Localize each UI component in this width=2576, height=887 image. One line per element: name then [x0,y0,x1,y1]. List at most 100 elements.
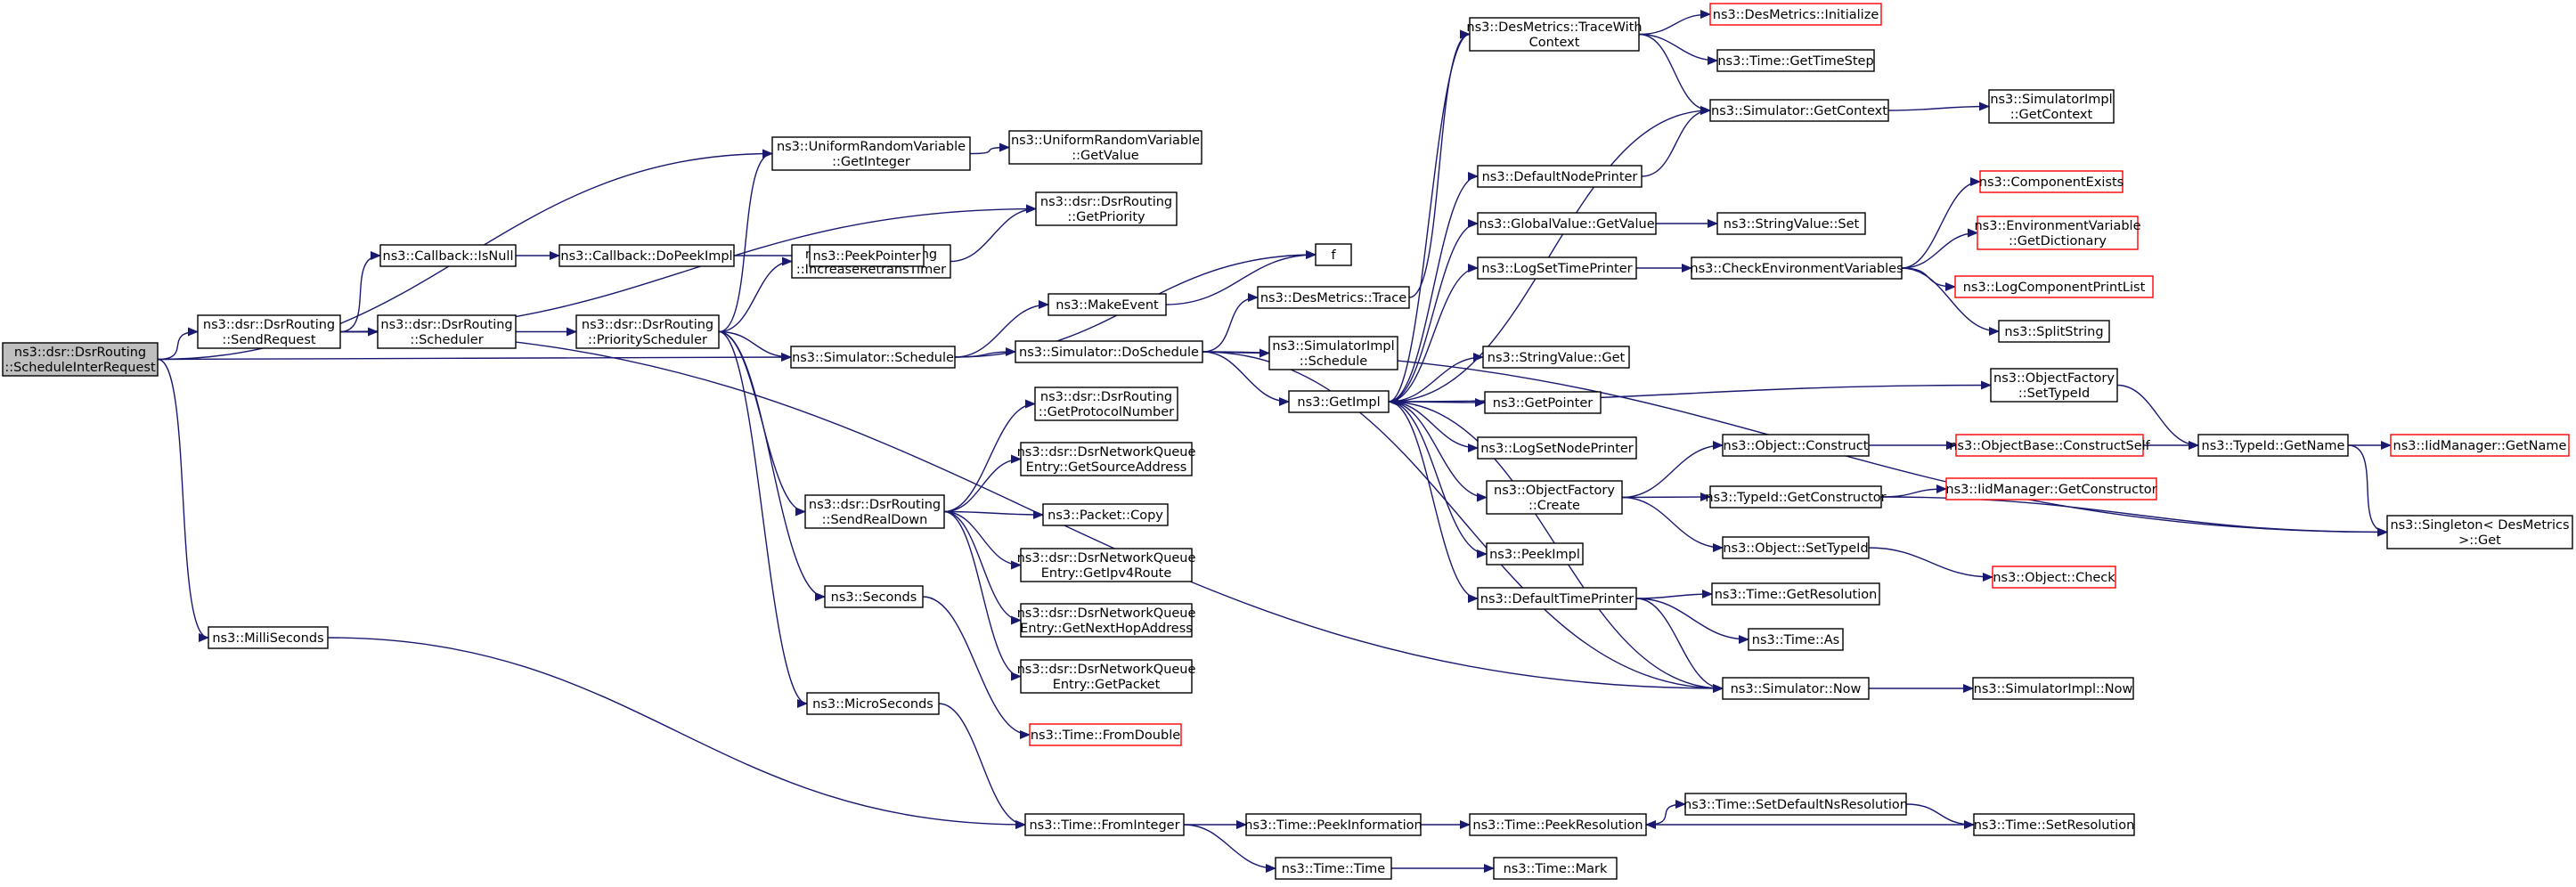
edge-line [718,256,793,333]
edge-line [943,510,1022,570]
graph-node-ns3-callback-isnull[interactable]: ns3::Callback::IsNull [379,244,517,267]
node-label: ns3::SimulatorImpl [1990,93,2112,107]
graph-node-ns3-stringvalue-get[interactable]: ns3::StringValue::Get [1482,346,1630,369]
graph-node-f[interactable]: f [1315,243,1352,266]
graph-node-ns3-objectfactory-settypeid[interactable]: ns3::ObjectFactory::SetTypeId [1990,368,2118,403]
graph-node-ns3-milliseconds[interactable]: ns3::MilliSeconds [208,626,329,649]
graph-node-ns3-packet-copy[interactable]: ns3::Packet::Copy [1042,503,1169,526]
edge-n6-to-n11 [718,330,826,601]
graph-node-ns3-object-settypeid[interactable]: ns3::Object::SetTypeId [1722,536,1870,559]
graph-node-ns3-time-fromdouble[interactable]: ns3::Time::FromDouble [1029,723,1182,746]
graph-node-ns3-time-as[interactable]: ns3::Time::As [1748,628,1844,651]
graph-node-ns3-simulator-getcontext[interactable]: ns3::Simulator::GetContext [1709,99,1889,122]
graph-node-ns3-stringvalue-set[interactable]: ns3::StringValue::Set [1716,212,1866,235]
node-label: ns3::DesMetrics::Trace [1260,291,1406,305]
graph-node-ns3-environmentvariable-getdictionary[interactable]: ns3::EnvironmentVariable::GetDictionary [1974,216,2141,250]
graph-node-ns3-dsr-dsrrouting-getprotocolnumber[interactable]: ns3::dsr::DsrRouting::GetProtocolNumber [1034,387,1178,421]
graph-node-ns3-desmetrics-initialize[interactable]: ns3::DesMetrics::Initialize [1709,3,1882,26]
graph-node-ns3-time-time[interactable]: ns3::Time::Time [1275,857,1392,880]
node-box [1748,628,1844,651]
node-box [197,314,341,349]
graph-node-ns3-peekimpl[interactable]: ns3::PeekImpl [1486,542,1584,566]
node-label: ns3::LogComponentPrintList [1963,281,2146,295]
graph-node-ns3-simulator-now[interactable]: ns3::Simulator::Now [1722,677,1870,700]
graph-node-ns3-uniformrandomvariable-getvalue[interactable]: ns3::UniformRandomVariable::GetValue [1008,130,1202,165]
graph-node-ns3-time-peekinformation[interactable]: ns3::Time::PeekInformation [1244,813,1423,836]
graph-node-ns3-dsr-dsrnetworkqueueentry-getsourceaddress[interactable]: ns3::dsr::DsrNetworkQueueEntry::GetSourc… [1017,442,1196,476]
edge-n42-to-n55 [1645,800,1686,826]
graph-node-ns3-logsetnodeprinter[interactable]: ns3::LogSetNodePrinter [1477,436,1637,460]
graph-node-ns3-simulatorimpl-getcontext[interactable]: ns3::SimulatorImpl::GetContext [1988,89,2115,124]
graph-node-ns3-defaulttimeprinter[interactable]: ns3::DefaultTimePrinter [1477,587,1637,610]
node-box [1955,434,2144,457]
graph-node-ns3-logsettimeprinter[interactable]: ns3::LogSetTimePrinter [1477,256,1637,280]
graph-node-ns3-dsr-dsrrouting-sendrealdown[interactable]: ns3::dsr::DsrRouting::SendRealDown [804,494,945,529]
graph-node-ns3-dsr-dsrnetworkqueueentry-getipv4route[interactable]: ns3::dsr::DsrNetworkQueueEntry::GetIpv4R… [1017,548,1196,582]
edge-n10-to-n20 [943,454,1022,513]
node-box [1020,548,1193,582]
graph-node-ns3-dsr-dsrnetworkqueueentry-getpacket[interactable]: ns3::dsr::DsrNetworkQueueEntry::GetPacke… [1017,659,1196,694]
node-label: ns3::dsr::DsrRouting [582,318,713,332]
node-box [1315,243,1352,266]
node-box [1722,536,1870,559]
edge-line [1905,803,1975,829]
edge-line [1901,177,1981,269]
graph-node-ns3-object-check[interactable]: ns3::Object::Check [1992,566,2116,589]
graph-node-ns3-getpointer[interactable]: ns3::GetPointer [1484,391,1602,414]
graph-node-ns3-time-setresolution[interactable]: ns3::Time::SetResolution [1973,813,2135,836]
graph-node-ns3-dsr-dsrrouting-scheduler[interactable]: ns3::dsr::DsrRouting::Scheduler [377,314,517,349]
graph-node-ns3-checkenvironmentvariables[interactable]: ns3::CheckEnvironmentVariables [1690,256,1903,280]
graph-node-ns3-dsr-dsrnetworkqueueentry-getnexthopaddress[interactable]: ns3::dsr::DsrNetworkQueueEntry::GetNextH… [1017,603,1196,638]
edge-line [1635,598,1749,644]
graph-node-ns3-splitstring[interactable]: ns3::SplitString [1998,320,2110,343]
graph-node-ns3-time-mark[interactable]: ns3::Time::Mark [1493,857,1618,880]
node-label: ns3::Callback::DoPeekImpl [560,249,732,264]
edge-line [1388,401,1479,452]
node-label: Entry::GetIpv4Route [1041,566,1172,581]
node-label: ns3::Time::PeekResolution [1472,818,1643,833]
edge-n10-to-n19 [943,399,1036,513]
graph-node-ns3-object-construct[interactable]: ns3::Object::Construct [1722,434,1870,457]
graph-node-ns3-typeid-getconstructor[interactable]: ns3::TypeId::GetConstructor [1705,485,1887,509]
graph-node-ns3-defaultnodeprinter[interactable]: ns3::DefaultNodePrinter [1477,165,1643,188]
edge-line [950,204,1037,263]
edge-n29-to-n34 [1388,219,1479,403]
graph-node-ns3-time-getresolution[interactable]: ns3::Time::GetResolution [1711,582,1880,606]
graph-node-ns3-globalvalue-getvalue[interactable]: ns3::GlobalValue::GetValue [1477,212,1657,235]
graph-node-ns3-dsr-dsrrouting-priorityscheduler[interactable]: ns3::dsr::DsrRouting::PriorityScheduler [575,314,720,349]
graph-node-ns3-seconds[interactable]: ns3::Seconds [824,585,924,608]
graph-node-ns3-iidmanager-getname[interactable]: ns3::IidManager::GetName [2390,434,2570,457]
edge-n32-to-n45 [1638,33,1718,65]
node-label: ns3::TypeId::GetConstructor [1705,491,1886,505]
graph-node-ns3-microseconds[interactable]: ns3::MicroSeconds [806,692,940,715]
graph-node-ns3-typeid-getname[interactable]: ns3::TypeId::GetName [2197,434,2349,457]
graph-node-ns3-uniformrandomvariable-getinteger[interactable]: ns3::UniformRandomVariable::GetInteger [771,136,971,171]
graph-node-ns3-simulator-doschedule[interactable]: ns3::Simulator::DoSchedule [1015,340,1203,363]
graph-node-ns3-getimpl[interactable]: ns3::GetImpl [1288,390,1390,413]
graph-node-ns3-logcomponentprintlist[interactable]: ns3::LogComponentPrintList [1954,275,2154,298]
graph-node-ns3-iidmanager-getconstructor[interactable]: ns3::IidManager::GetConstructor [1945,477,2157,500]
graph-node-ns3-simulator-schedule[interactable]: ns3::Simulator::Schedule [790,346,956,369]
graph-node-ns3-simulatorimpl-now[interactable]: ns3::SimulatorImpl::Now [1972,677,2134,700]
graph-node-ns3-objectbase-constructself[interactable]: ns3::ObjectBase::ConstructSelf [1949,434,2151,457]
node-label: ::GetProtocolNumber [1039,405,1174,419]
graph-node-ns3-makeevent[interactable]: ns3::MakeEvent [1048,293,1167,316]
node-box [1992,566,2116,589]
graph-node-ns3-dsr-dsrrouting-scheduleinterrequest[interactable]: ns3::dsr::DsrRouting::ScheduleInterReque… [2,342,159,377]
graph-node-ns3-peekpointer[interactable]: ns3::PeekPointer [809,244,925,267]
graph-node-ns3-time-frominteger[interactable]: ns3::Time::FromInteger [1024,813,1185,836]
graph-node-ns3-dsr-dsrrouting-getpriority[interactable]: ns3::dsr::DsrRouting::GetPriority [1035,191,1178,226]
graph-node-ns3-callback-dopeekimpl[interactable]: ns3::Callback::DoPeekImpl [558,244,735,267]
node-label: ::Schedule [1300,354,1367,369]
graph-node-ns3-objectfactory-create[interactable]: ns3::ObjectFactory::Create [1486,480,1623,515]
graph-node-ns3-componentexists[interactable]: ns3::ComponentExists [1979,170,2124,193]
graph-node-ns3-dsr-dsrrouting-sendrequest[interactable]: ns3::dsr::DsrRouting::SendRequest [197,314,341,349]
graph-node-ns3-simulatorimpl-schedule[interactable]: ns3::SimulatorImpl::Schedule [1268,336,1398,370]
graph-node-ns3-time-gettimestep[interactable]: ns3::Time::GetTimeStep [1716,49,1875,72]
graph-node-ns3-desmetrics-trace[interactable]: ns3::DesMetrics::Trace [1257,286,1410,309]
graph-node-ns3-singleton-desmetrics-get[interactable]: ns3::Singleton< DesMetrics>::Get [2386,515,2573,549]
graph-node-ns3-time-peekresolution[interactable]: ns3::Time::PeekResolution [1469,813,1647,836]
graph-node-ns3-time-setdefaultnsresolution[interactable]: ns3::Time::SetDefaultNsResolution [1683,793,1908,816]
edge-line [943,399,1036,513]
